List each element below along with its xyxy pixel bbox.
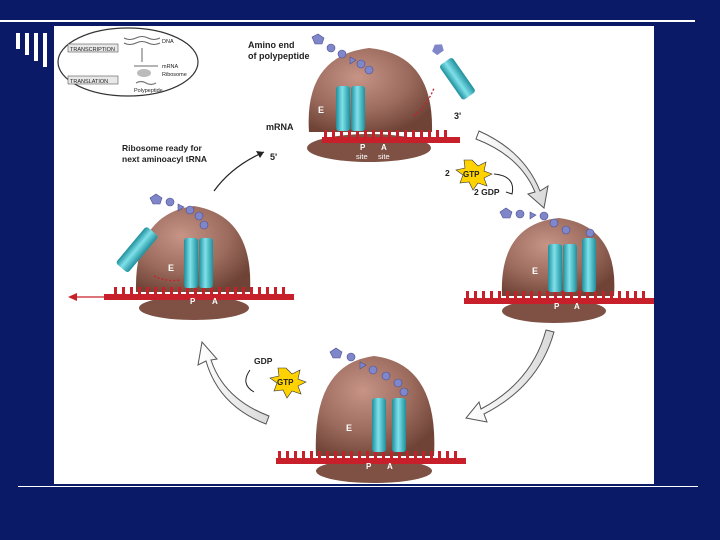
inset-transcription-label: TRANSCRIPTION (70, 47, 115, 53)
ribosome-bottom: E P A (276, 347, 466, 483)
three-prime-label: 3' (454, 111, 461, 121)
amino-end-label-1: Amino end (248, 40, 295, 50)
ribosome-top: E P A site site (307, 33, 475, 162)
gtp-label-right: GTP (463, 170, 480, 179)
translation-elongation-diagram: TRANSCRIPTION TRANSLATION DNA mRNA Ribos… (57, 27, 654, 483)
e-site-label-top: E (318, 105, 324, 115)
p-site-label-bottom: P (366, 462, 372, 471)
a-site-label-top: A (381, 143, 387, 152)
inset-polypeptide-label: Polypeptide (134, 88, 163, 94)
p-site-label-left: P (190, 297, 196, 306)
e-site-label-left: E (168, 263, 174, 273)
inset-mrna-label: mRNA (162, 64, 179, 70)
inset-translation-label: TRANSLATION (70, 79, 108, 85)
five-prime-label: 5' (270, 152, 277, 162)
two-gdp-label: 2 GDP (474, 187, 500, 197)
gtp-step-left: GDP GTP (245, 356, 307, 399)
a-site-word-top: site (378, 152, 390, 161)
a-site-label-right: A (574, 302, 580, 311)
inset-ribosome-label: Ribosome (162, 72, 187, 78)
ribosome-left: E P A (68, 193, 294, 320)
gtp-label-left: GTP (277, 378, 294, 387)
two-label: 2 (445, 168, 450, 178)
gtp-step-right: GTP 2 2 GDP (445, 159, 514, 197)
amino-end-label-2: of polypeptide (248, 51, 310, 61)
p-site-label-top: P (360, 143, 366, 152)
a-site-label-left: A (212, 297, 218, 306)
a-site-label-bottom: A (387, 462, 393, 471)
ribosome-right: E P A (464, 207, 654, 323)
slide-top-rule (0, 20, 695, 22)
ready-label-1: Ribosome ready for (122, 143, 203, 153)
figure-panel: TRANSCRIPTION TRANSLATION DNA mRNA Ribos… (54, 26, 654, 484)
ready-label-2: next aminoacyl tRNA (122, 154, 207, 164)
e-site-label-right: E (532, 266, 538, 276)
inset-dna-label: DNA (162, 39, 174, 45)
slide-bottom-rule (18, 486, 698, 487)
cycle-arrows (197, 130, 555, 425)
mrna-label: mRNA (266, 122, 294, 132)
p-site-label-right: P (554, 302, 560, 311)
p-site-word-top: site (356, 152, 368, 161)
e-site-label-bottom: E (346, 423, 352, 433)
gdp-label: GDP (254, 356, 273, 366)
inset-schematic: TRANSCRIPTION TRANSLATION DNA mRNA Ribos… (57, 27, 199, 97)
